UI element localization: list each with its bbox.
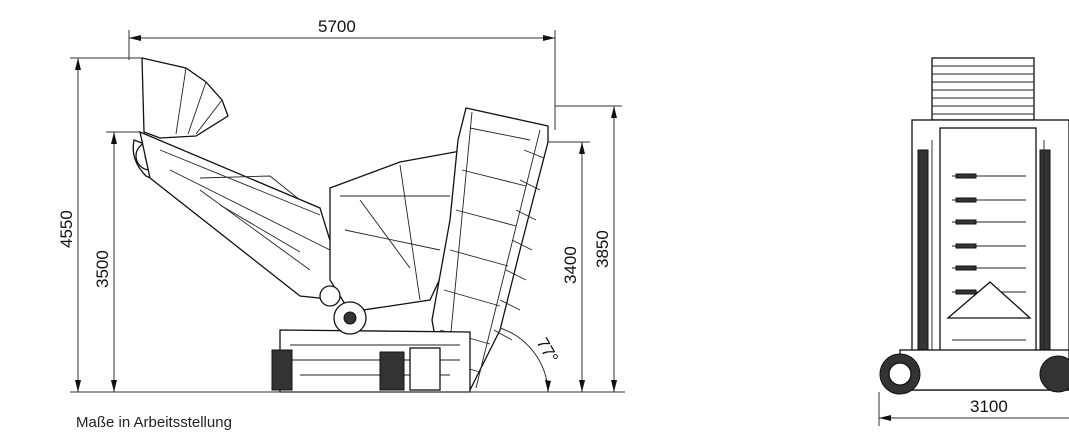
- dim-total-height: 4550: [57, 210, 76, 248]
- dim-angle: 77°: [533, 335, 562, 367]
- dim-height-right-outer: 3850: [593, 230, 612, 268]
- dim-height-right-inner: 3400: [561, 246, 580, 284]
- front-dimensions: [878, 392, 1069, 426]
- side-dimensions: [70, 30, 625, 393]
- side-view-machine: [132, 57, 549, 393]
- front-view-machine: [879, 57, 1069, 395]
- dim-width: 3100: [970, 397, 1008, 416]
- dim-height-left: 3500: [93, 250, 112, 288]
- dim-total-length: 5700: [318, 17, 356, 36]
- caption: Maße in Arbeitsstellung: [76, 414, 232, 431]
